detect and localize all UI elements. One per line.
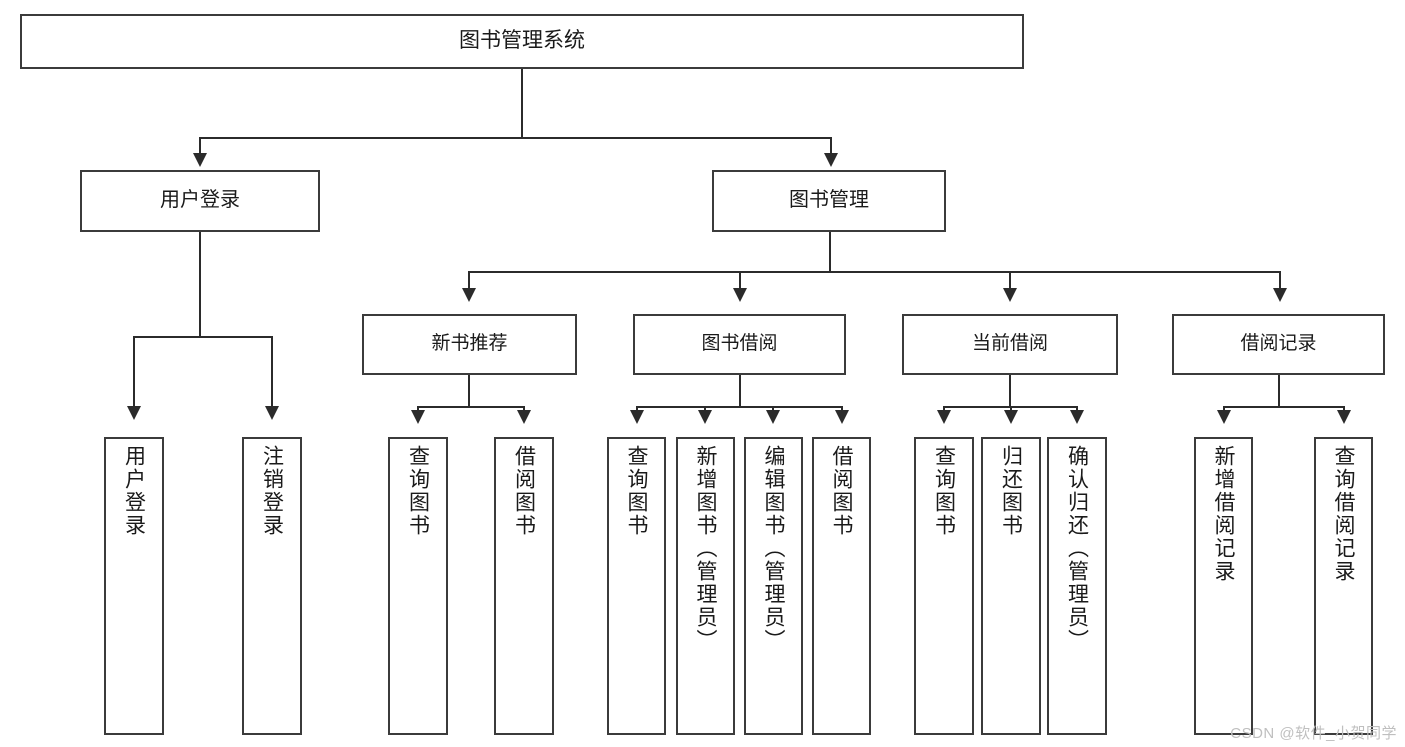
node-label: 借阅图书 bbox=[830, 445, 853, 537]
arrowhead-to-leaf-user-login bbox=[127, 406, 141, 420]
arrowhead-to-leaf-borrow-book-1 bbox=[517, 410, 531, 424]
connector-bb-drop-3 bbox=[772, 406, 774, 413]
connector-br-stem bbox=[1278, 375, 1280, 408]
connector-user-login-stem bbox=[199, 232, 201, 337]
node-label: 借阅记录 bbox=[1240, 333, 1317, 355]
connector-cb-stem bbox=[1009, 375, 1011, 408]
connector-level2-drop-2 bbox=[739, 271, 741, 289]
arrowhead-to-borrow-record bbox=[1273, 288, 1287, 302]
node-user-login: 用户登录 bbox=[80, 170, 320, 232]
leaf-confirm-return: 确认归还（管理员） bbox=[1047, 437, 1107, 735]
connector-cb-drop-1 bbox=[943, 406, 945, 413]
node-label: 归还图书 bbox=[999, 445, 1023, 537]
leaf-edit-book: 编辑图书（管理员） bbox=[744, 437, 803, 735]
leaf-logout-login: 注销登录 bbox=[242, 437, 302, 735]
leaf-user-login: 用户登录 bbox=[104, 437, 164, 735]
node-label: 查询图书 bbox=[406, 445, 430, 537]
node-new-book-recommend: 新书推荐 bbox=[362, 314, 577, 375]
arrowhead-to-leaf-logout-login bbox=[265, 406, 279, 420]
node-root-system: 图书管理系统 bbox=[20, 14, 1024, 69]
connector-user-login-drop-2 bbox=[271, 336, 273, 408]
arrowhead-to-leaf-return-book bbox=[1004, 410, 1018, 424]
connector-bb-drop-2 bbox=[704, 406, 706, 413]
connector-nbr-bus bbox=[417, 406, 524, 408]
leaf-add-record: 新增借阅记录 bbox=[1194, 437, 1253, 735]
arrowhead-to-leaf-query-book-3 bbox=[937, 410, 951, 424]
node-label: 图书管理 bbox=[789, 189, 869, 212]
node-label: 新书推荐 bbox=[431, 333, 508, 355]
leaf-add-book: 新增图书（管理员） bbox=[676, 437, 735, 735]
node-label: 编辑图书（管理员） bbox=[762, 445, 785, 652]
node-label: 查询借阅记录 bbox=[1332, 445, 1355, 583]
arrowhead-to-current-borrow bbox=[1003, 288, 1017, 302]
connector-book-manage-stem bbox=[829, 232, 831, 272]
connector-level2-drop-1 bbox=[468, 271, 470, 289]
arrowhead-to-leaf-query-book-2 bbox=[630, 410, 644, 424]
node-label: 新增借阅记录 bbox=[1212, 445, 1235, 583]
leaf-borrow-book-2: 借阅图书 bbox=[812, 437, 871, 735]
connector-br-drop-2 bbox=[1343, 406, 1345, 413]
connector-user-login-bus bbox=[133, 336, 272, 338]
node-label: 新增图书（管理员） bbox=[694, 445, 717, 652]
node-label: 图书管理系统 bbox=[459, 29, 585, 53]
arrowhead-to-leaf-confirm-return bbox=[1070, 410, 1084, 424]
connector-level1-drop-right bbox=[830, 137, 832, 155]
leaf-query-record: 查询借阅记录 bbox=[1314, 437, 1373, 735]
node-borrow-record: 借阅记录 bbox=[1172, 314, 1385, 375]
arrowhead-to-book-borrow bbox=[733, 288, 747, 302]
connector-bb-bus bbox=[636, 406, 843, 408]
connector-bb-drop-4 bbox=[841, 406, 843, 413]
node-label: 查询图书 bbox=[625, 445, 648, 537]
connector-nbr-stem bbox=[468, 375, 470, 408]
node-label: 注销登录 bbox=[260, 445, 284, 537]
node-current-borrow: 当前借阅 bbox=[902, 314, 1118, 375]
connector-level1-drop-left bbox=[199, 137, 201, 155]
connector-user-login-drop-1 bbox=[133, 336, 135, 408]
node-label: 查询图书 bbox=[932, 445, 956, 537]
node-label: 当前借阅 bbox=[971, 333, 1048, 355]
connector-root-stem bbox=[521, 69, 523, 138]
arrowhead-to-new-book-recommend bbox=[462, 288, 476, 302]
arrowhead-to-leaf-query-record bbox=[1337, 410, 1351, 424]
connector-bb-stem bbox=[739, 375, 741, 408]
connector-nbr-drop-2 bbox=[523, 406, 525, 413]
node-book-borrow: 图书借阅 bbox=[633, 314, 846, 375]
connector-br-bus bbox=[1223, 406, 1345, 408]
leaf-query-book-2: 查询图书 bbox=[607, 437, 666, 735]
connector-nbr-drop-1 bbox=[417, 406, 419, 413]
connector-level2-drop-3 bbox=[1009, 271, 1011, 289]
node-label: 用户登录 bbox=[122, 445, 146, 537]
node-label: 用户登录 bbox=[160, 189, 240, 212]
node-label: 借阅图书 bbox=[512, 445, 536, 537]
connector-bb-drop-1 bbox=[636, 406, 638, 413]
arrowhead-to-leaf-borrow-book-2 bbox=[835, 410, 849, 424]
connector-level1-bus bbox=[199, 137, 831, 139]
arrowhead-to-leaf-add-record bbox=[1217, 410, 1231, 424]
connector-level2-bus bbox=[468, 271, 1280, 273]
leaf-return-book: 归还图书 bbox=[981, 437, 1041, 735]
leaf-query-book-3: 查询图书 bbox=[914, 437, 974, 735]
leaf-query-book-1: 查询图书 bbox=[388, 437, 448, 735]
leaf-borrow-book-1: 借阅图书 bbox=[494, 437, 554, 735]
node-label: 图书借阅 bbox=[701, 333, 778, 355]
connector-level2-drop-4 bbox=[1279, 271, 1281, 289]
connector-br-drop-1 bbox=[1223, 406, 1225, 413]
connector-cb-drop-3 bbox=[1076, 406, 1078, 413]
connector-cb-drop-2 bbox=[1010, 406, 1012, 413]
node-label: 确认归还（管理员） bbox=[1065, 445, 1089, 652]
arrowhead-to-book-manage bbox=[824, 153, 838, 167]
arrowhead-to-leaf-add-book bbox=[698, 410, 712, 424]
arrowhead-to-leaf-edit-book bbox=[766, 410, 780, 424]
arrowhead-to-user-login bbox=[193, 153, 207, 167]
node-book-manage: 图书管理 bbox=[712, 170, 946, 232]
arrowhead-to-leaf-query-book-1 bbox=[411, 410, 425, 424]
